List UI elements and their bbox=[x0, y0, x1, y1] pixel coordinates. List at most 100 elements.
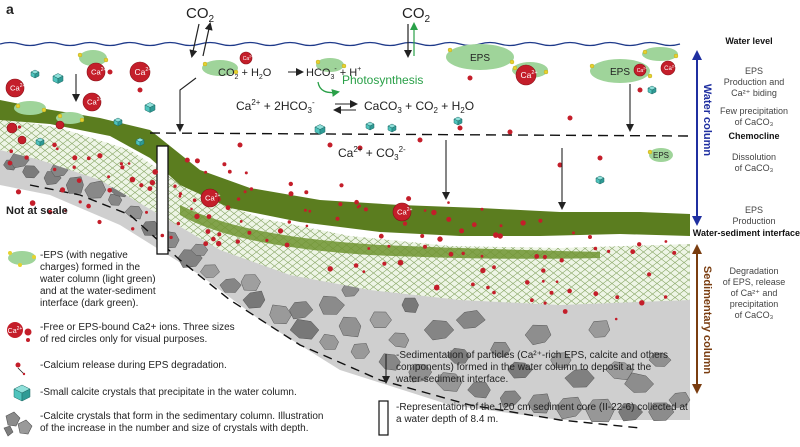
ca-dot bbox=[492, 265, 496, 270]
calcite-cube bbox=[387, 123, 397, 133]
ca-dot bbox=[178, 192, 183, 196]
eps-charge-dots bbox=[15, 47, 679, 155]
sediment-rock bbox=[388, 332, 410, 348]
ca-dot bbox=[493, 232, 499, 238]
legend-eps-icon bbox=[8, 251, 36, 267]
ca-dot bbox=[59, 187, 66, 193]
sediment-rock bbox=[378, 353, 401, 371]
ca-ion bbox=[17, 135, 27, 145]
ca-dot bbox=[530, 298, 534, 303]
ca-dot bbox=[559, 258, 564, 263]
legend-calcite-sediment-text: -Calcite crystals that form in the sedim… bbox=[40, 411, 324, 434]
ca-dot bbox=[284, 242, 290, 248]
calcite-cube bbox=[365, 121, 375, 131]
ca-dot bbox=[72, 165, 76, 169]
sediment-rock bbox=[648, 352, 672, 367]
ca-dot bbox=[239, 220, 243, 223]
ca-dot bbox=[235, 239, 240, 244]
ca-ion: Ca2+ bbox=[239, 51, 253, 65]
sediment-rock bbox=[507, 361, 533, 379]
ca-text: Ca2+ bbox=[637, 66, 647, 73]
legend-core-text: -Representation of the 120 cm sediment c… bbox=[396, 402, 688, 425]
ca-circle bbox=[239, 51, 253, 65]
eps-blob-label-1: EPS bbox=[470, 53, 490, 64]
eps-charge-dot bbox=[315, 59, 321, 65]
ca-dot bbox=[459, 228, 465, 234]
calcite-cube bbox=[35, 137, 45, 147]
photosynthesis-arrow bbox=[317, 81, 340, 97]
ca-dot bbox=[420, 234, 425, 238]
eps-charge-dot bbox=[79, 117, 85, 123]
ca-dot bbox=[225, 205, 231, 211]
ca-circle bbox=[86, 62, 106, 82]
ca-dot bbox=[562, 309, 568, 314]
not-at-scale-label: Not at scale bbox=[6, 205, 68, 217]
eps-charge-dot bbox=[589, 63, 595, 69]
sediment-rock bbox=[124, 205, 143, 220]
ca-dot bbox=[247, 230, 252, 235]
ca-dot bbox=[607, 249, 611, 253]
ca-dot bbox=[538, 218, 543, 223]
ca-ion: Ca2+ bbox=[392, 202, 413, 222]
small-calcite-crystals bbox=[30, 69, 657, 185]
ca-dot bbox=[567, 115, 573, 121]
ca-dot bbox=[139, 183, 144, 188]
ca-dot bbox=[593, 246, 598, 251]
chemocline-line bbox=[149, 132, 691, 137]
ca-circle bbox=[660, 60, 676, 76]
ca-dot bbox=[520, 220, 526, 226]
ca-text: Ca2+ bbox=[397, 207, 412, 217]
ca-dot bbox=[543, 301, 547, 305]
ca-dot bbox=[249, 187, 254, 191]
sediment-rock bbox=[588, 320, 611, 338]
eps-charge-dot bbox=[673, 53, 679, 59]
ca-dot bbox=[308, 209, 312, 213]
ca-dot bbox=[145, 210, 148, 214]
ca-dot bbox=[639, 300, 645, 306]
ca-ion: Ca2+ bbox=[515, 64, 538, 86]
legend-release-icon bbox=[15, 362, 26, 376]
ca-dot bbox=[29, 200, 36, 206]
cube-right bbox=[457, 118, 463, 126]
ca-dot bbox=[55, 147, 59, 151]
ca-dot bbox=[129, 176, 136, 183]
sediment-rock bbox=[289, 301, 314, 320]
panel-letter: a bbox=[6, 1, 14, 17]
ca-dot bbox=[664, 240, 668, 243]
ca-dot bbox=[53, 167, 57, 172]
sediment-rock bbox=[242, 290, 266, 309]
sedimentary-column-label: Sedimentary column bbox=[701, 266, 713, 374]
cube-right bbox=[149, 104, 156, 113]
ca-dot bbox=[78, 200, 82, 204]
ca-dot bbox=[227, 169, 232, 174]
calcite-cube bbox=[144, 102, 156, 113]
eps-charge-dot bbox=[103, 57, 109, 63]
ca-circle bbox=[129, 61, 151, 83]
cube-right bbox=[391, 125, 397, 133]
ca-dot bbox=[222, 162, 227, 167]
legend-ca-icon: Ca2+ bbox=[7, 322, 32, 342]
reaction-bicarbonate: HCO3- + H+ bbox=[306, 66, 361, 81]
ca-dot bbox=[305, 224, 309, 228]
ca-dot bbox=[534, 254, 540, 259]
ca-dot bbox=[160, 233, 165, 238]
ca-dot bbox=[211, 236, 216, 242]
ca-dot bbox=[588, 235, 592, 239]
ca-dot bbox=[471, 222, 477, 228]
eps-charge-dot bbox=[233, 69, 239, 75]
ca-dot bbox=[362, 270, 366, 273]
sediment-rock bbox=[318, 295, 345, 315]
ca-dot bbox=[338, 202, 343, 207]
reaction-calcite: CaCO3 + CO2 + H2O bbox=[364, 99, 474, 115]
ca-dot bbox=[76, 178, 82, 184]
eps-charge-dot bbox=[15, 103, 21, 109]
ca-dot bbox=[52, 142, 57, 148]
sediment-rock bbox=[435, 372, 463, 392]
